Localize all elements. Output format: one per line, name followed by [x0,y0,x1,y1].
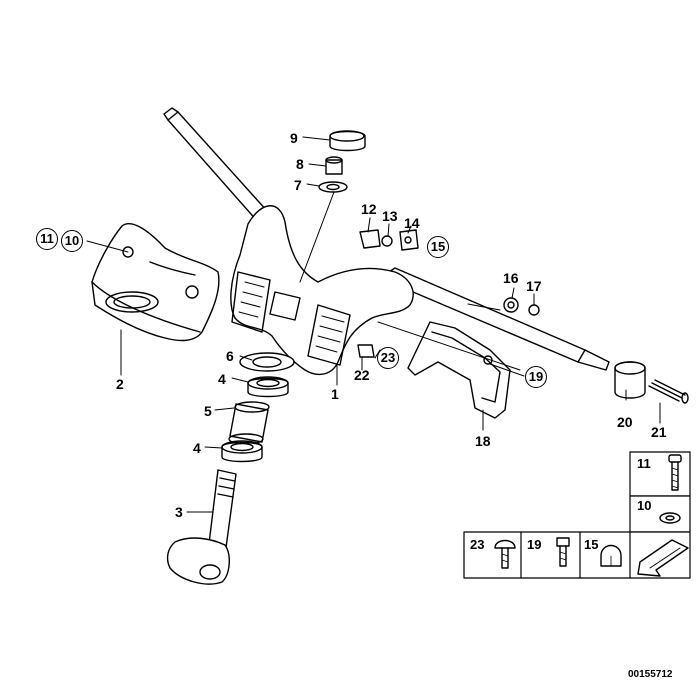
steering-stem [166,469,237,585]
nut-13 [381,235,393,247]
callout-1: 1 [331,386,339,402]
callout-18: 18 [475,433,491,449]
callout-15-circled: 15 [427,236,449,258]
orientation-arrow-icon [637,539,689,577]
legend-screw-23-icon [494,539,516,569]
legend-label-15: 15 [584,537,599,552]
leader-lines [86,136,661,513]
legend-label-11: 11 [637,456,651,471]
bearing-spacer [228,401,270,445]
riser-grip-texture [238,281,345,353]
steering-bearing-lower [221,440,263,463]
callout-4-lower: 4 [193,440,201,456]
cap-9 [329,130,366,152]
callout-14: 14 [404,215,420,231]
screw-17 [528,304,540,316]
handlebar-riser [230,205,414,376]
callout-12: 12 [361,201,377,217]
clamp-12 [359,229,381,249]
legend-label-10: 10 [637,498,652,513]
callout-2: 2 [116,376,124,392]
legend-label-23: 23 [470,537,485,552]
legend-label-19: 19 [527,537,542,552]
grommet-16 [503,297,519,313]
washer-7 [318,181,348,193]
callout-5: 5 [204,403,212,419]
callout-22: 22 [354,367,370,383]
reference-number: 00155712 [628,669,673,680]
legend-cap-nut-15-icon [600,544,622,567]
legend-screw-19-icon [556,537,570,567]
callout-16: 16 [503,270,519,286]
callout-23-circled: 23 [377,347,399,369]
clip-22 [357,344,375,358]
bar-end-screw [648,379,689,404]
mount-bracket [407,321,511,419]
bar-end-weight [614,361,646,399]
callout-21: 21 [651,424,667,440]
callout-6: 6 [226,348,234,364]
callout-13: 13 [382,208,398,224]
legend-washer-10-icon [659,512,681,524]
callout-7: 7 [294,177,302,193]
clamp-14 [399,229,419,251]
callout-11-circled: 11 [36,228,58,250]
top-cover [91,223,220,342]
callout-4-upper: 4 [218,371,226,387]
handlebar-tube [163,107,610,371]
callout-10-circled: 10 [61,230,83,252]
callout-19-circled: 19 [525,366,547,388]
callout-3: 3 [175,504,183,520]
bushing-8 [325,156,343,175]
steering-bearing-upper [239,352,295,398]
callout-8: 8 [296,156,304,172]
legend-screw-11-icon [668,454,682,491]
callout-17: 17 [526,278,542,294]
callout-9: 9 [290,130,298,146]
callout-20: 20 [617,414,633,430]
